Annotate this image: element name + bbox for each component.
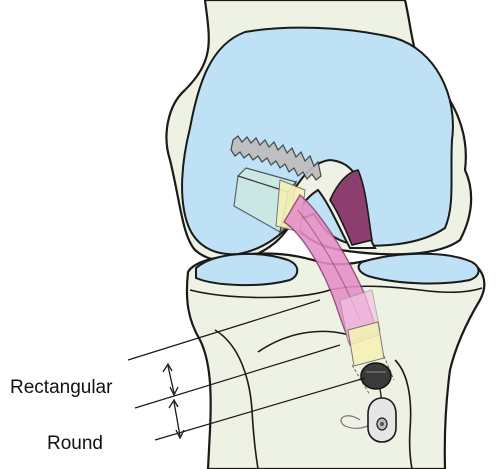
tibia-inner-line-right — [394, 359, 413, 469]
button-disc — [360, 362, 392, 390]
label-rectangular: Rectangular — [10, 377, 113, 398]
arrow-round — [173, 401, 181, 437]
arrow-rectangular — [167, 365, 175, 394]
lateral-meniscus — [195, 252, 299, 287]
acl-graft — [275, 179, 395, 396]
tibia — [185, 252, 486, 469]
arrow-round-head-top — [168, 398, 179, 409]
screw-body — [230, 135, 322, 181]
washer-icon — [340, 397, 397, 443]
leader-line-top — [127, 299, 321, 361]
arrow-round-head-bottom — [175, 429, 185, 440]
medial-meniscus — [357, 252, 480, 285]
leader-line-middle — [134, 344, 341, 409]
interference-screw-icon — [230, 135, 322, 181]
leader-lines — [127, 299, 366, 441]
leader-line-bottom — [154, 377, 366, 441]
pcl — [329, 169, 373, 246]
graft-tibial-bone-block — [347, 321, 385, 367]
tibia-inner-line-left — [214, 329, 259, 469]
label-round: Round — [47, 433, 103, 454]
washer-hole — [380, 422, 384, 426]
arrow-rectangular-head-top — [162, 362, 173, 373]
dimension-arrows — [162, 362, 185, 440]
arrow-rectangular-head-bottom — [169, 386, 179, 397]
cortical-button-icon — [360, 362, 392, 403]
